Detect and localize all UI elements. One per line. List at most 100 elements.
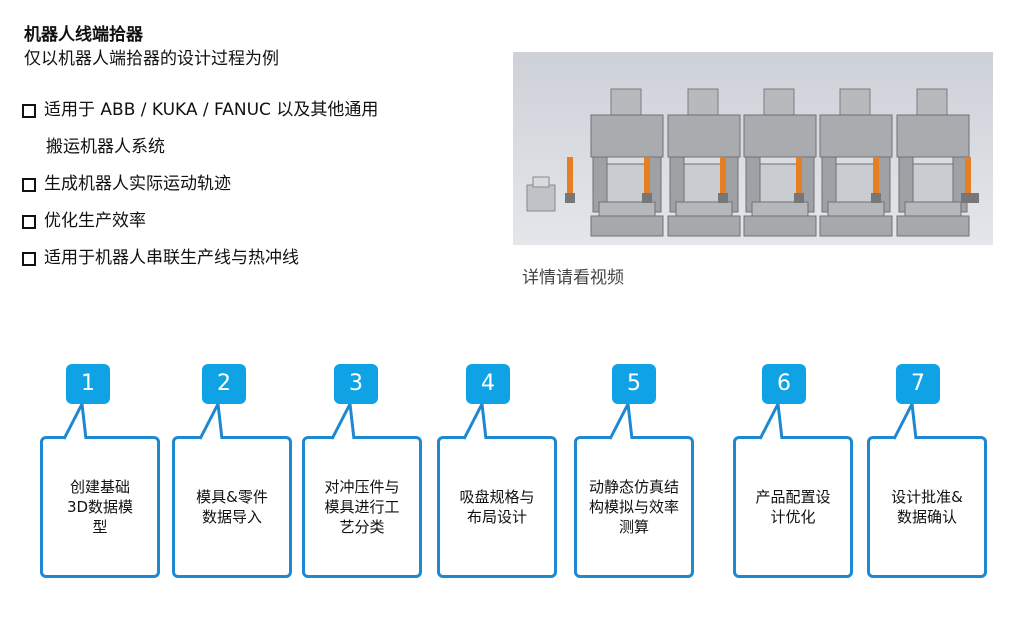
step-box-5: 动静态仿真结构模拟与效率测算 (574, 436, 694, 578)
checkbox-bullet-icon (22, 215, 36, 229)
robot-base (565, 193, 575, 203)
callout-pointer-shape (608, 398, 634, 440)
press-bed (598, 201, 656, 217)
robot-arm (567, 157, 573, 193)
feature-text: 适用于机器人串联生产线与热冲线 (44, 248, 299, 268)
press-crown (610, 88, 642, 120)
callout-pointer-shape (330, 398, 356, 440)
step-label-line: 动静态仿真结 (588, 478, 679, 496)
step-number-badge: 3 (334, 364, 378, 404)
step-label-line: 创建基础 (69, 478, 130, 496)
page-title: 机器人线端拾器 (24, 25, 143, 45)
step-number-badge: 2 (202, 364, 246, 404)
feature-text: 生成机器人实际运动轨迹 (44, 174, 231, 194)
press-base (590, 215, 664, 237)
robot-base (871, 193, 881, 203)
press-window (683, 163, 725, 205)
feature-text: 优化生产效率 (44, 211, 146, 231)
step-number-badge: 6 (762, 364, 806, 404)
robot-base (961, 193, 979, 203)
press-base (819, 215, 893, 237)
press-base (667, 215, 741, 237)
step-box-3: 对冲压件与模具进行工艺分类 (302, 436, 422, 578)
feature-item: 生成机器人实际运动轨迹 (22, 166, 492, 203)
feature-item: 优化生产效率 (22, 203, 492, 240)
page-subtitle: 仅以机器人端拾器的设计过程为例 (24, 49, 279, 69)
step-number-badge: 1 (66, 364, 110, 404)
robot-base (718, 193, 728, 203)
callout-pointer (198, 398, 224, 440)
callout-pointer-shape (758, 398, 784, 440)
callout-pointer (330, 398, 356, 440)
step-label-line: 艺分类 (339, 518, 385, 536)
press-bed (827, 201, 885, 217)
step-label: 对冲压件与模具进行工艺分类 (316, 471, 407, 543)
press-head (667, 114, 741, 158)
checkbox-bullet-icon (22, 104, 36, 118)
callout-pointer (62, 398, 88, 440)
step-label: 产品配置设计优化 (747, 481, 838, 533)
step-box-6: 产品配置设计优化 (733, 436, 853, 578)
callout-pointer (892, 398, 918, 440)
feature-item: 适用于 ABB / KUKA / FANUC 以及其他通用 (22, 92, 492, 129)
step-box-4: 吸盘规格与布局设计 (437, 436, 557, 578)
press-head (743, 114, 817, 158)
robot-base (642, 193, 652, 203)
press-window (835, 163, 877, 205)
press-line-image (513, 52, 993, 245)
feeder-station (526, 184, 556, 212)
press-window (759, 163, 801, 205)
step-label: 设计批准&数据确认 (883, 481, 971, 533)
press-base (896, 215, 970, 237)
feature-text: 适用于 ABB / KUKA / FANUC 以及其他通用 (44, 100, 379, 120)
press-head (819, 114, 893, 158)
step-label-line: 数据确认 (896, 508, 957, 526)
step-label-line: 设计批准& (891, 488, 963, 506)
step-label: 吸盘规格与布局设计 (451, 481, 542, 533)
image-caption: 详情请看视频 (522, 268, 624, 288)
press-window (606, 163, 648, 205)
callout-pointer (758, 398, 784, 440)
press-head (590, 114, 664, 158)
robot-arm (720, 157, 726, 193)
step-label-line: 对冲压件与 (324, 478, 400, 496)
step-label-line: 计优化 (770, 508, 816, 526)
callout-pointer-shape (198, 398, 224, 440)
step-label-line: 吸盘规格与 (459, 488, 535, 506)
step-label: 创建基础 3D数据模型 (59, 471, 141, 543)
feature-item: 适用于机器人串联生产线与热冲线 (22, 240, 492, 277)
press-bed (751, 201, 809, 217)
step-box-1: 创建基础 3D数据模型 (40, 436, 160, 578)
callout-pointer-shape (892, 398, 918, 440)
step-number-badge: 4 (466, 364, 510, 404)
press-window (912, 163, 954, 205)
robot-arm (965, 157, 971, 193)
step-label-line: 型 (92, 518, 108, 536)
robot-arm (644, 157, 650, 193)
press-crown (916, 88, 948, 120)
press-crown (763, 88, 795, 120)
feature-item-continuation: 搬运机器人系统 (22, 129, 492, 166)
step-label-line: 布局设计 (466, 508, 527, 526)
feature-list: 适用于 ABB / KUKA / FANUC 以及其他通用 搬运机器人系统 生成… (22, 92, 492, 277)
step-label-line: 模具进行工 (324, 498, 400, 516)
step-label-line: 产品配置设 (755, 488, 831, 506)
callout-pointer-shape (462, 398, 488, 440)
checkbox-bullet-icon (22, 252, 36, 266)
step-label-line: 测算 (618, 518, 649, 536)
step-number-badge: 7 (896, 364, 940, 404)
callout-pointer (462, 398, 488, 440)
step-label-line: 3D数据模 (66, 498, 134, 516)
robot-base (794, 193, 804, 203)
press-base (743, 215, 817, 237)
step-label-line: 数据导入 (201, 508, 262, 526)
feeder-top (532, 176, 550, 188)
robot-arm (796, 157, 802, 193)
step-number-badge: 5 (612, 364, 656, 404)
step-label-line: 模具&零件 (196, 488, 268, 506)
step-label-line: 构模拟与效率 (588, 498, 679, 516)
feature-text: 搬运机器人系统 (46, 137, 165, 157)
callout-pointer (608, 398, 634, 440)
press-bed (675, 201, 733, 217)
callout-pointer-shape (62, 398, 88, 440)
